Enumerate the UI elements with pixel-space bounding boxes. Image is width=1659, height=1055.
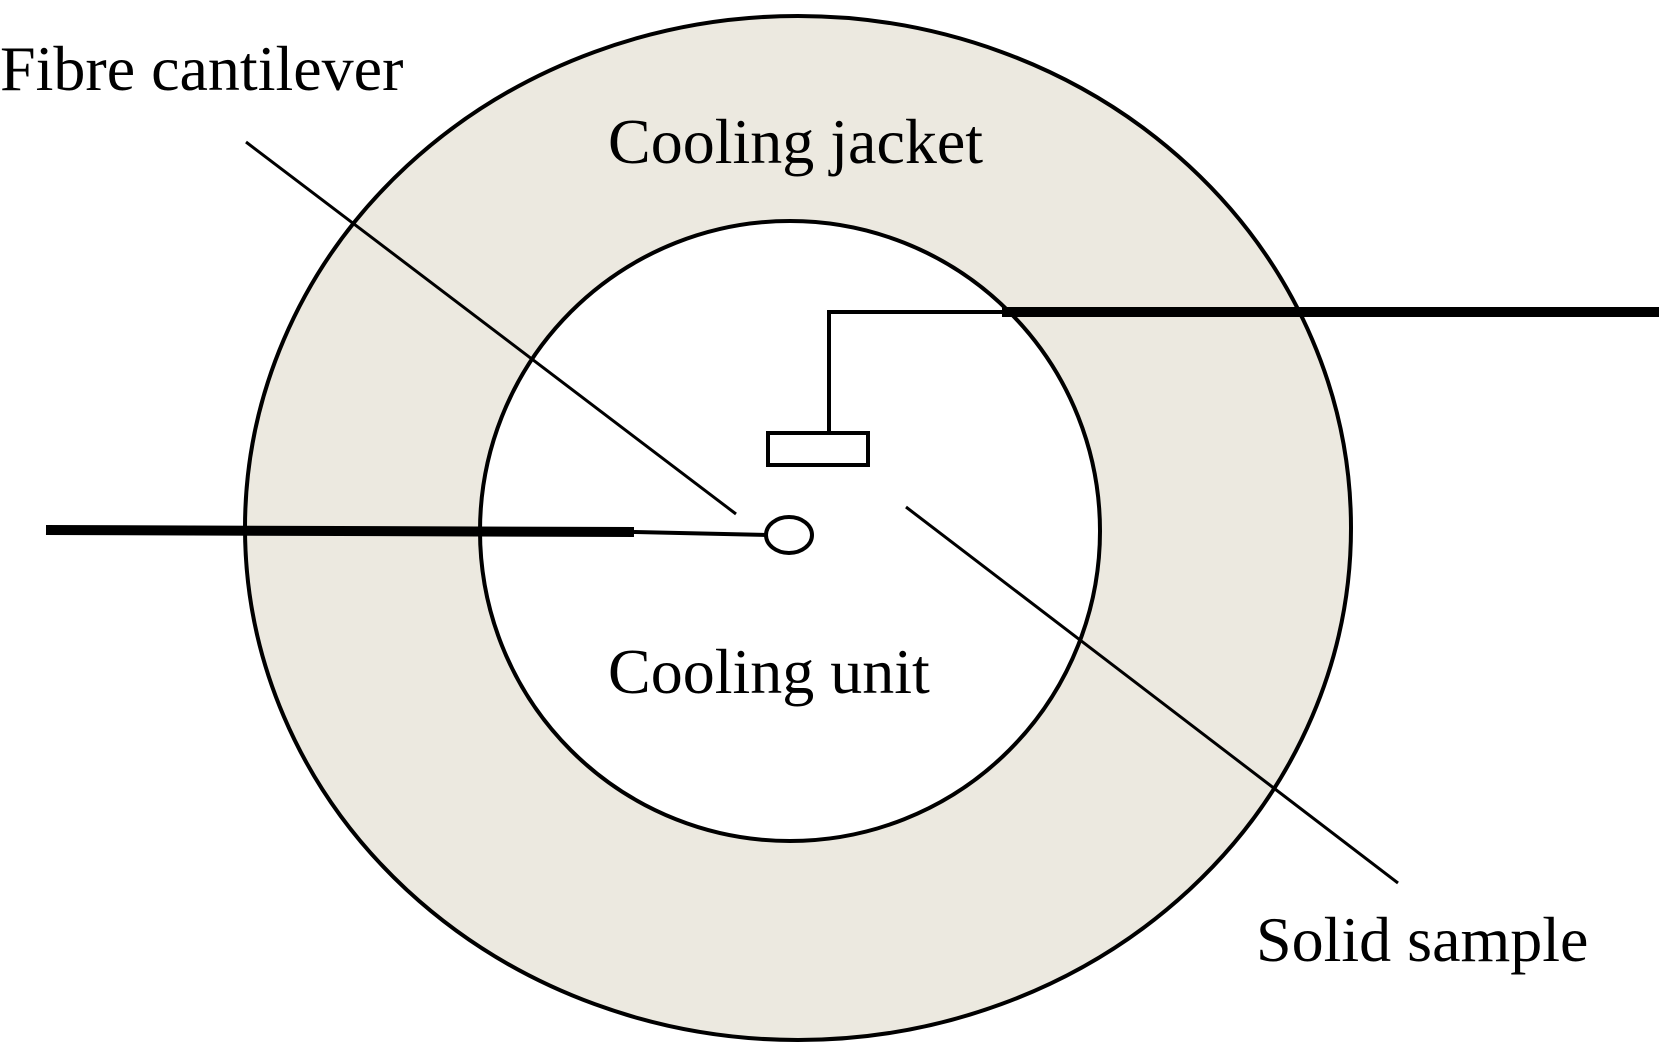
fibre-rod [45, 525, 635, 537]
cooling-jacket-label: Cooling jacket [608, 106, 983, 177]
fibre-tip [764, 515, 814, 555]
fibre-cantilever-label: Fibre cantilever [0, 33, 403, 104]
fibre-cantilever-leader [245, 140, 737, 516]
cooling-unit-label: Cooling unit [608, 636, 930, 707]
sample-holder-connector [827, 310, 1002, 433]
solid-sample-block [766, 431, 870, 467]
solid-sample-leader [905, 505, 1399, 885]
solid-sample-label: Solid sample [1256, 904, 1588, 975]
fibre-cantilever-line [633, 530, 768, 537]
